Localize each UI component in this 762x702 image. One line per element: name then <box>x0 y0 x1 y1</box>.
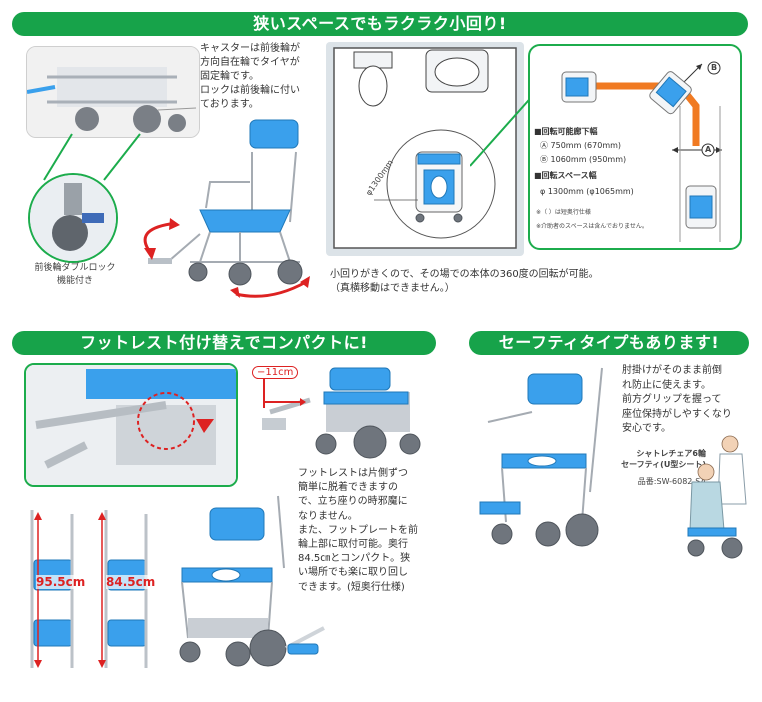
legend-note-caregiver: ※介助者のスペースは含んでおりません。 <box>536 223 648 230</box>
footrest-line-4: なりません。 <box>298 510 358 522</box>
section-banner-safety: セーフティタイプもあります! <box>469 331 749 355</box>
safety-line-2: れ防止に使えます。 <box>622 379 711 391</box>
safety-line-5: 安心です。 <box>622 423 671 434</box>
corridor-path <box>578 82 700 146</box>
safety-line-1: 肘掛けがそのまま前倒 <box>622 365 722 376</box>
footrest-closeup-photo <box>24 363 238 487</box>
corridor-diagram <box>561 61 722 242</box>
double-lock-caption-line-1: 前後輪ダブルロック <box>34 263 116 273</box>
marker-b: B <box>711 63 718 72</box>
caster-line-1: キャスターは前後輪が <box>200 43 300 54</box>
legend-rotation-title: ■回転スペース幅 <box>534 171 597 180</box>
caster-line-4: ロックは前後輪に付い <box>200 85 300 96</box>
compact-chair-illustration <box>262 367 421 459</box>
rotation-arrow <box>143 222 171 253</box>
caster-photo <box>26 46 200 138</box>
rotation-arrow-lower <box>235 280 307 298</box>
legend-corridor-b: Ⓑ 1060mm (950mm) <box>540 155 627 164</box>
compact-chair-side: −11cm <box>240 362 436 462</box>
safety-description: 肘掛けがそのまま前倒 れ防止に使えます。 前方グリップを握って 座位保持がしやす… <box>622 364 752 437</box>
footrest-line-3: で、立ち座りの時邪魔に <box>298 496 408 508</box>
dimension-comparison: 95.5cm 84.5cm <box>20 500 170 675</box>
product-code: 品番:SW-6082-SA <box>637 477 706 486</box>
section-banner-turning: 狭いスペースでもラクラク小回り! <box>12 12 748 36</box>
marker-a: A <box>705 145 712 154</box>
double-lock-caption: 前後輪ダブルロック 機能付き <box>20 262 130 288</box>
safety-chair <box>479 367 603 547</box>
chair-with-detached-footrest <box>179 495 325 667</box>
product-name-line-1: シャトレチェア6輪 <box>636 449 706 458</box>
product-name-line-2: セーフティ(U型シート) <box>621 460 706 469</box>
wheel <box>188 262 208 282</box>
shower-chair-main <box>143 119 310 298</box>
safety-line-4: 座位保持がしやすくなり <box>622 408 732 420</box>
wheel <box>277 259 303 285</box>
wheel <box>228 262 252 286</box>
footrest-line-5: また、フットプレートを前 <box>298 524 418 536</box>
turning-line-2: （真横移動はできません。） <box>330 283 455 294</box>
legend-note-short: ※（ ）は短奥行仕様 <box>536 209 591 216</box>
double-lock-caption-line-2: 機能付き <box>56 276 93 286</box>
legend-rotation-diameter: φ 1300mm (φ1065mm) <box>540 187 634 196</box>
turning-line-1: 小回りがきくので、その場での本体の360度の回転が可能。 <box>330 269 599 280</box>
footrest-line-7: 84.5㎝とコンパクト。狭 <box>298 553 411 565</box>
safety-line-3: 前方グリップを握って <box>622 394 722 405</box>
footrest-line-6: 輪上部に取付可能。奥行 <box>298 539 408 551</box>
detail-connector <box>470 91 537 167</box>
lock-closeup-illustration <box>30 175 116 261</box>
caster-line-2: 方向自在輪でタイヤが <box>200 57 300 68</box>
corridor-detail-panel: B A ■回転可能廊下幅 Ⓐ 750mm (670mm) Ⓑ 1060mm (9… <box>528 44 742 250</box>
caster-description: キャスターは前後輪が 方向自在輪でタイヤが 固定輪です。 ロックは前後輪に付い … <box>200 42 320 112</box>
legend-corridor-a: Ⓐ 750mm (670mm) <box>540 141 622 150</box>
caster-photo-illustration <box>27 47 199 137</box>
dimension-comparison-drawing <box>30 510 148 668</box>
rotation-circle <box>386 129 496 239</box>
footrest-line-8: い場所でも楽に取り回し <box>298 567 408 579</box>
minus-11cm-label: −11cm <box>252 366 299 379</box>
footrest-description: フットレストは片側ずつ 簡単に脱着できますの で、立ち座りの時邪魔に なりません… <box>298 467 448 595</box>
product-name-block: シャトレチェア6輪 セーフティ(U型シート) <box>596 448 706 470</box>
caster-line-5: ております。 <box>200 99 259 110</box>
chair-seat <box>199 209 291 233</box>
chair-backrest <box>249 119 299 149</box>
caregiver-illustration <box>687 435 747 559</box>
dimension-845: 84.5cm <box>106 575 156 589</box>
double-lock-closeup <box>28 173 118 263</box>
caster-line-3: 固定輪です。 <box>200 71 259 82</box>
turning-description: 小回りがきくので、その場での本体の360度の回転が可能。 （真横移動はできません… <box>330 268 710 296</box>
footrest-line-1: フットレストは片側ずつ <box>298 468 408 479</box>
legend-corridor-title: ■回転可能廊下幅 <box>534 127 598 136</box>
footrest-closeup-illustration <box>26 365 236 485</box>
footrest-line-9: できます。(短奥行仕様) <box>298 581 405 593</box>
section-banner-footrest: フットレスト付け替えでコンパクトに! <box>12 331 436 355</box>
footrest-line-2: 簡単に脱着できますの <box>298 482 398 494</box>
dimension-955: 95.5cm <box>36 575 86 589</box>
